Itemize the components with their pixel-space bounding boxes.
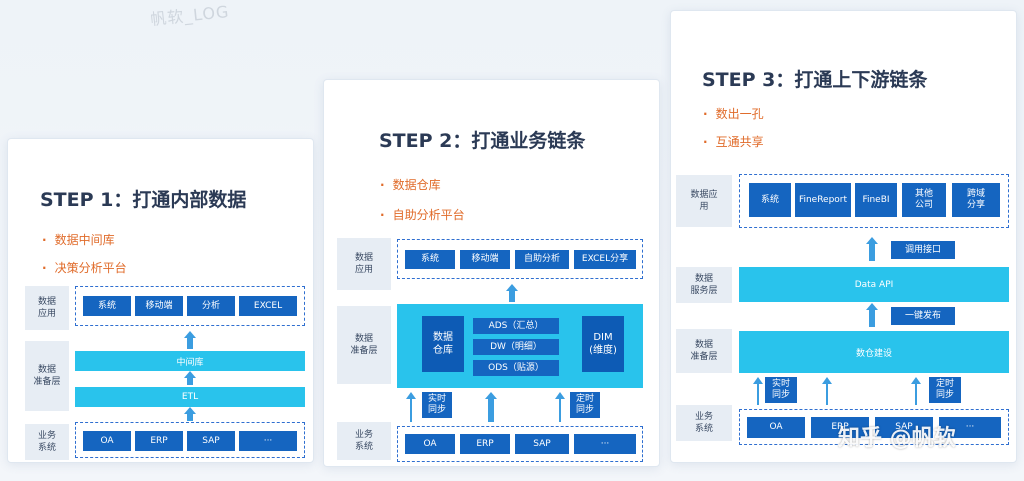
- step1-arrow-up: [184, 407, 196, 421]
- step2-realtime-sync: 实时 同步: [422, 392, 452, 418]
- step2-biz-item: ERP: [460, 434, 510, 454]
- step3-arrow-up: [866, 303, 878, 327]
- step2-arrow-right: [555, 392, 565, 422]
- step1-title: STEP 1：打通内部数据: [40, 189, 247, 211]
- step1-biz-item: ERP: [135, 431, 183, 451]
- step3-data-api: Data API: [739, 267, 1009, 302]
- step1-layer-prep: 数据 准备层: [25, 341, 69, 411]
- step3-realtime-sync: 实时 同步: [765, 377, 797, 403]
- step2-app-item: EXCEL分享: [574, 250, 636, 269]
- step2-ads: ADS（汇总）: [473, 318, 559, 334]
- step1-app-item: 分析: [187, 296, 235, 316]
- step3-layer-app: 数据应 用: [676, 175, 732, 227]
- step3-app-item: FineBI: [855, 183, 897, 217]
- step1-app-item: 系统: [83, 296, 131, 316]
- step3-publish: 一键发布: [891, 307, 955, 325]
- step3-biz-item: ERP: [811, 417, 869, 438]
- step2-arrow-left: [406, 392, 416, 422]
- step3-card: STEP 3：打通上下游链条 数出一孔 互通共享 数据应 用 数据 服务层 数据…: [670, 10, 1017, 463]
- step1-biz-item: ···: [239, 431, 297, 451]
- step2-bullet-1: 数据仓库: [380, 176, 441, 193]
- step1-app-item: EXCEL: [239, 296, 297, 316]
- step2-app-item: 移动端: [460, 250, 510, 269]
- step2-ods: ODS（贴源）: [473, 360, 559, 376]
- step1-app-item: 移动端: [135, 296, 183, 316]
- step3-app-item: 其他 公司: [902, 183, 946, 217]
- step3-bullet-2: 互通共享: [703, 133, 764, 150]
- step2-bullet-2: 自助分析平台: [380, 206, 465, 223]
- step2-warehouse: 数据 仓库: [422, 316, 464, 372]
- step3-layer-biz: 业务 系统: [676, 405, 732, 441]
- watermark-logo: 帆软_LOG: [149, 1, 231, 30]
- step2-arrow-center: [485, 392, 497, 422]
- step3-scheduled-sync: 定时 同步: [929, 377, 961, 403]
- step3-arrow-center: [822, 377, 832, 405]
- step2-app-item: 系统: [405, 250, 455, 269]
- step2-arrow-up: [506, 284, 518, 302]
- step2-layer-biz: 业务 系统: [337, 422, 391, 460]
- step2-layer-prep: 数据 准备层: [337, 306, 391, 384]
- step1-biz-item: OA: [83, 431, 131, 451]
- step2-app-item: 自助分析: [515, 250, 569, 269]
- step3-title: STEP 3：打通上下游链条: [702, 69, 928, 91]
- step3-api-call: 调用接口: [891, 241, 955, 259]
- step1-etl-bar: ETL: [75, 387, 305, 407]
- step2-title: STEP 2：打通业务链条: [379, 130, 586, 152]
- step3-bullet-1: 数出一孔: [703, 105, 764, 122]
- step1-bullet-2: 决策分析平台: [42, 259, 127, 276]
- step1-biz-item: SAP: [187, 431, 235, 451]
- step3-app-item: FineReport: [795, 183, 851, 217]
- step1-arrow-up: [184, 331, 196, 349]
- step3-arrow-up: [866, 237, 878, 261]
- zhihu-watermark: 知乎 @帆软: [838, 426, 956, 451]
- step1-arrow-up: [184, 371, 196, 385]
- step2-scheduled-sync: 定时 同步: [570, 392, 600, 418]
- step3-layer-service: 数据 服务层: [676, 267, 732, 303]
- step2-layer-app: 数据 应用: [337, 238, 391, 290]
- step1-layer-biz: 业务 系统: [25, 424, 69, 460]
- step1-card: STEP 1：打通内部数据 数据中间库 决策分析平台 数据 应用 数据 准备层 …: [7, 138, 314, 463]
- step3-biz-item: OA: [747, 417, 805, 438]
- step3-arrow-left: [753, 377, 763, 405]
- step3-biz-item: SAP: [875, 417, 933, 438]
- step3-app-item: 系统: [749, 183, 791, 217]
- step2-biz-item: ···: [574, 434, 636, 454]
- step2-dw: DW（明细）: [473, 339, 559, 355]
- step2-card: STEP 2：打通业务链条 数据仓库 自助分析平台 数据 应用 数据 准备层 业…: [323, 79, 660, 467]
- step1-layer-app: 数据 应用: [25, 286, 69, 330]
- step3-app-item: 跨域 分享: [952, 183, 1000, 217]
- step3-biz-item: ···: [939, 417, 1001, 438]
- step3-layer-prep: 数据 准备层: [676, 329, 732, 373]
- step2-biz-item: OA: [405, 434, 455, 454]
- step2-dim: DIM (维度): [582, 316, 624, 372]
- step3-warehouse-build: 数仓建设: [739, 331, 1009, 373]
- step3-arrow-right: [911, 377, 921, 405]
- step1-middle-bar: 中间库: [75, 351, 305, 371]
- step2-biz-item: SAP: [515, 434, 569, 454]
- step1-bullet-1: 数据中间库: [42, 231, 115, 248]
